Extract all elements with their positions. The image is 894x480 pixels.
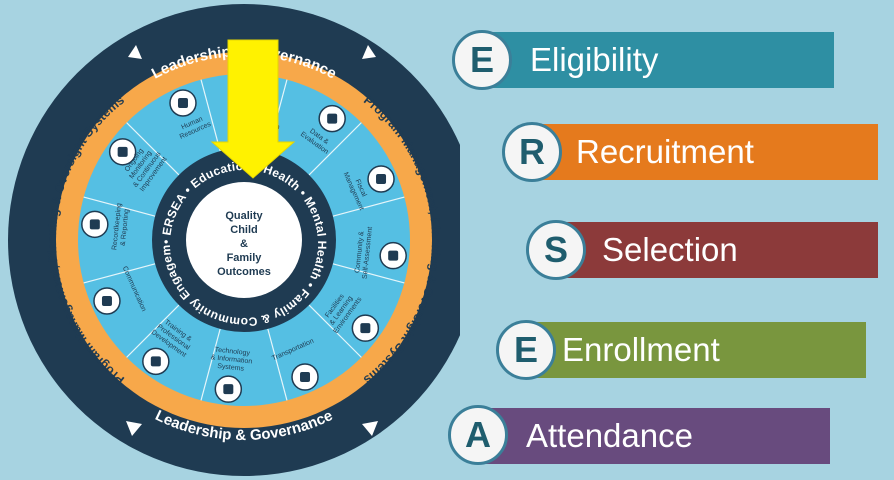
ersea-label-eligibility: Eligibility	[530, 41, 659, 78]
center-circle	[186, 182, 302, 298]
segment-label-line: Systems	[217, 363, 245, 373]
ersea-badge-r-recruitment: R	[502, 122, 562, 182]
ersea-label-enrollment: Enrollment	[562, 331, 720, 368]
segment-divider	[200, 328, 221, 401]
center-line-4: Family	[227, 252, 263, 264]
segment-label-line: & Information	[210, 354, 252, 365]
segment-label-line: Recordkeeping	[111, 203, 123, 251]
ersea-badge-e-enrollment: E	[496, 320, 556, 380]
ersea-bar-enrollment: Enrollment	[526, 322, 866, 378]
magnifier-chart-icon-glyph	[117, 146, 128, 157]
people-icon-glyph	[177, 97, 188, 108]
segment-label-line: Community &	[354, 231, 365, 274]
ersea-label-attendance: Attendance	[526, 417, 693, 454]
segment-divider	[126, 122, 180, 176]
segment-label-line: & Reporting	[120, 209, 131, 247]
center-line-5: Outcomes	[217, 266, 271, 278]
ersea-label-recruitment: Recruitment	[576, 133, 754, 170]
chat-icon-glyph	[101, 296, 112, 307]
triangle-down-left-icon	[126, 421, 142, 436]
telescope-icon-glyph	[388, 250, 399, 261]
bus-icon-glyph	[300, 372, 311, 383]
map-icon-glyph	[327, 113, 338, 124]
center-line-2: Child	[230, 224, 258, 236]
triangle-up-left-icon	[128, 45, 142, 59]
center-line-1: Quality	[225, 210, 263, 222]
triangle-up-right-icon	[362, 45, 376, 59]
segment-divider	[200, 79, 221, 152]
ersea-badge-a-attendance: A	[448, 405, 508, 465]
segment-divider	[83, 196, 156, 217]
ersea-bar-recruitment: Recruitment	[540, 124, 878, 180]
ersea-bar-eligibility: Eligibility	[478, 32, 834, 88]
segment-divider	[126, 304, 180, 358]
ersea-label-selection: Selection	[602, 231, 738, 268]
center-line-3: &	[240, 238, 248, 250]
segment-divider	[267, 328, 288, 401]
segment-divider	[332, 196, 405, 217]
ersea-badge-s-selection: S	[526, 220, 586, 280]
teacher-icon-glyph	[150, 356, 161, 367]
highlight-arrow-icon	[210, 39, 296, 179]
building-icon-glyph	[360, 323, 371, 334]
ersea-badge-e-eligibility: E	[452, 30, 512, 90]
triangle-down-right-icon	[362, 421, 378, 436]
segment-divider	[308, 122, 362, 176]
segment-divider	[83, 263, 156, 284]
clipboard-icon-glyph	[89, 219, 100, 230]
segment-label: Technology& InformationSystems	[209, 346, 253, 373]
monitor-icon-glyph	[223, 384, 234, 395]
segment-divider	[308, 304, 362, 358]
services-wheel-diagram: HumanResourcesProgramService &System Des…	[0, 0, 460, 476]
segment-label: Recordkeeping& Reporting	[111, 203, 131, 252]
ersea-bar-attendance: Attendance	[480, 408, 830, 464]
ersea-bar-selection: Selection	[566, 222, 878, 278]
dollar-icon-glyph	[376, 173, 387, 184]
segment-label-line: Technology	[214, 347, 250, 358]
segment-divider	[332, 263, 405, 284]
